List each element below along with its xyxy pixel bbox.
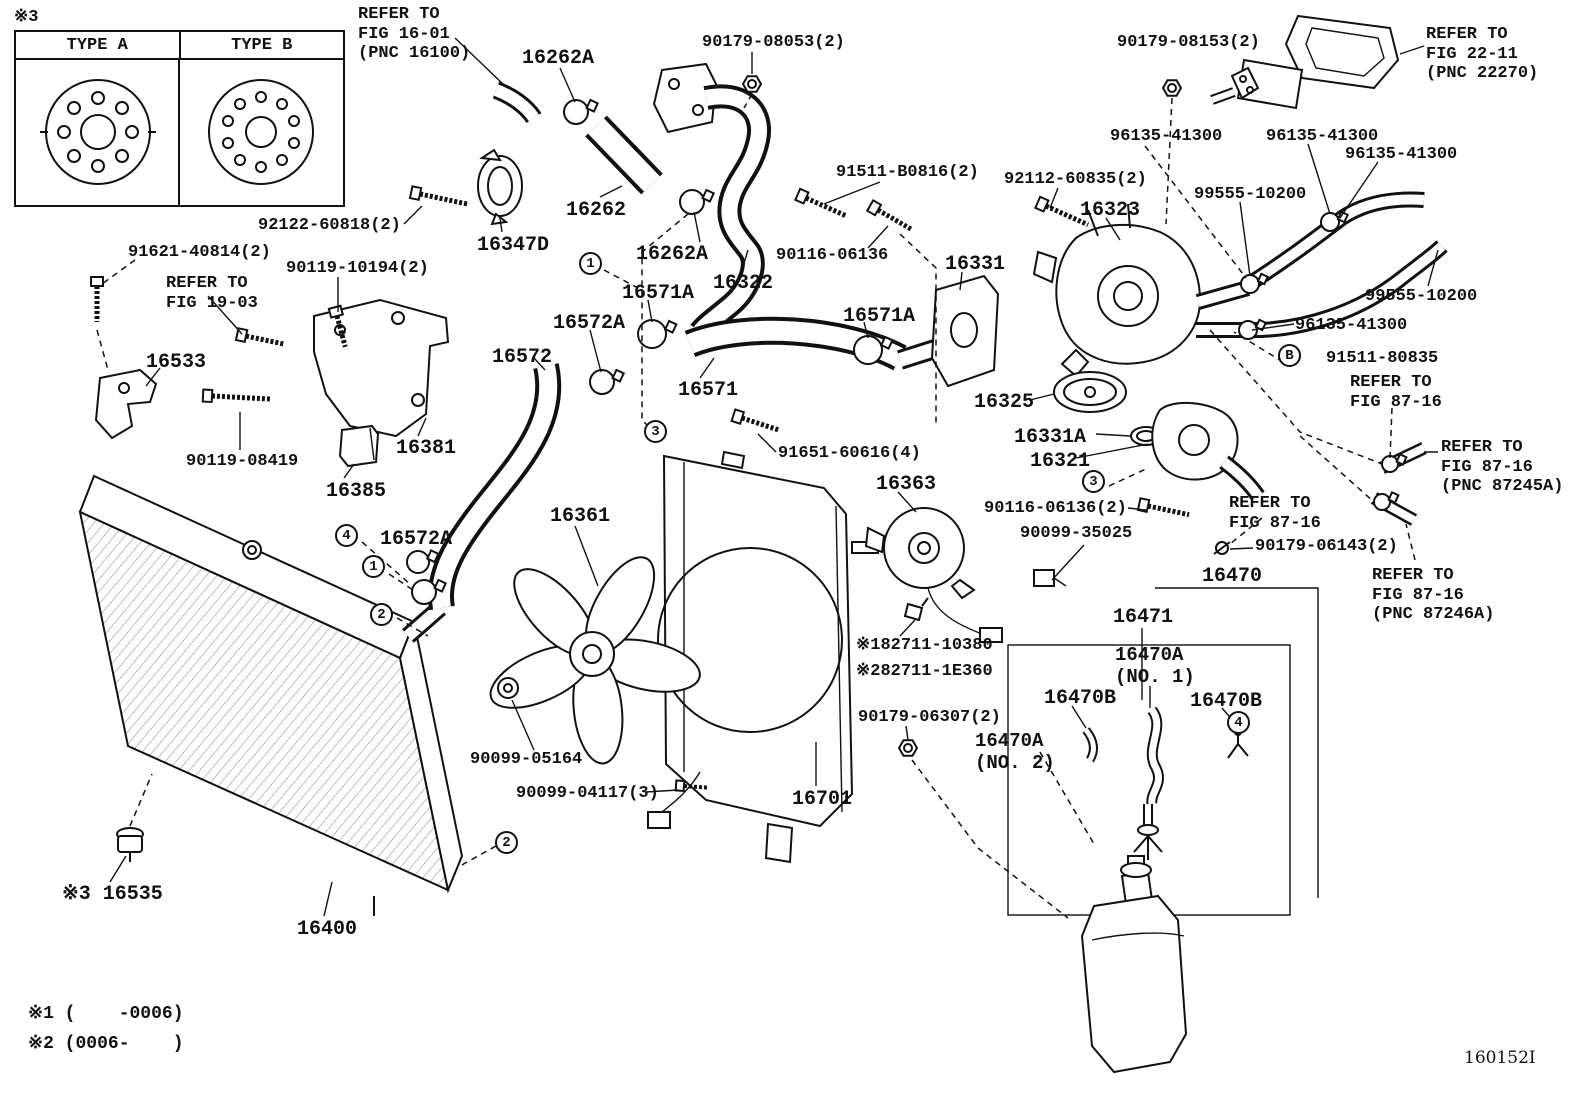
clamp-16572a-lower: [411, 578, 448, 605]
hose-16262: [585, 115, 663, 195]
dashed-leader-lines: [96, 93, 1416, 919]
bolt-90116-06136: [865, 198, 914, 233]
footnote-2: ※2 (0006- ): [28, 1034, 184, 1054]
water-pump-housing-16323: [1032, 203, 1251, 378]
clamp-16571a-right: [853, 335, 894, 365]
radiator-drawing: [78, 474, 464, 916]
screw-90099-04117: [674, 779, 709, 793]
clamp-16262a-lower: [679, 188, 716, 215]
clamp-16572a-upper: [589, 368, 626, 395]
diagram-code: 160152I: [1464, 1048, 1536, 1068]
stud-fig-19-03: [234, 327, 286, 347]
radiator-drain-plug: [116, 827, 144, 862]
water-outlet-16331: [896, 274, 1000, 388]
stud-92122-60818: [408, 185, 470, 207]
fan-motor-drawing: [851, 507, 1003, 643]
clip-90179-06143: [1213, 541, 1231, 555]
flange-drawings: [40, 60, 314, 205]
upper-hose-16572: [428, 363, 562, 611]
thermostat-16325: [1053, 371, 1127, 413]
clamp-16572a-mid: [406, 549, 440, 574]
air-inlet-16262a: [492, 81, 542, 124]
bracket-16381: [313, 298, 450, 438]
leader-lines: [109, 37, 1439, 917]
gasket-16347d: [477, 148, 523, 226]
bolt-91651-60616: [730, 408, 781, 433]
connector-90099-35025: [1033, 569, 1067, 587]
nut-90179-06307: [897, 739, 919, 757]
bracket-16533: [94, 368, 158, 440]
type-box-header: TYPE A TYPE B: [16, 32, 343, 60]
clamp-16262a-upper: [563, 98, 600, 125]
type-a-header: TYPE A: [66, 35, 128, 55]
bolt-90119-10194: [327, 304, 348, 348]
grommet-90099-05164: [497, 677, 519, 699]
block-16385: [338, 424, 380, 468]
clamp-stub-a: [1381, 453, 1408, 473]
inlet-pipe-16322: [652, 62, 772, 340]
clamp-96135-a: [1240, 272, 1270, 294]
bolt-90119-08419: [201, 388, 273, 404]
corner-note: ※3: [14, 8, 39, 27]
air-cleaner-ref-drawing: [1210, 14, 1400, 110]
type-comparison-box: TYPE A TYPE B: [14, 30, 345, 207]
type-b-header: TYPE B: [178, 32, 344, 58]
bolt-91621-40814: [90, 276, 104, 322]
reservoir-group: [1007, 587, 1319, 916]
footnote-1: ※1 ( -0006): [28, 1004, 184, 1024]
flange-type-b: [208, 79, 314, 185]
nut-90179-08153: [1161, 79, 1183, 97]
stud-92112-60835: [1034, 195, 1090, 227]
type-box-body: [16, 60, 343, 205]
water-inlet-16321: [1151, 401, 1265, 501]
clamp-96135-c: [1320, 210, 1350, 232]
nut-90179-08053: [741, 75, 763, 93]
clip-82711: [903, 597, 929, 622]
reserve-tank-16470: [1080, 855, 1188, 1074]
clamp-16571a-left: [637, 319, 678, 349]
stud-91511-b0816: [794, 187, 848, 219]
flange-type-a: [40, 79, 156, 185]
fan-shroud-drawing: [647, 450, 854, 864]
